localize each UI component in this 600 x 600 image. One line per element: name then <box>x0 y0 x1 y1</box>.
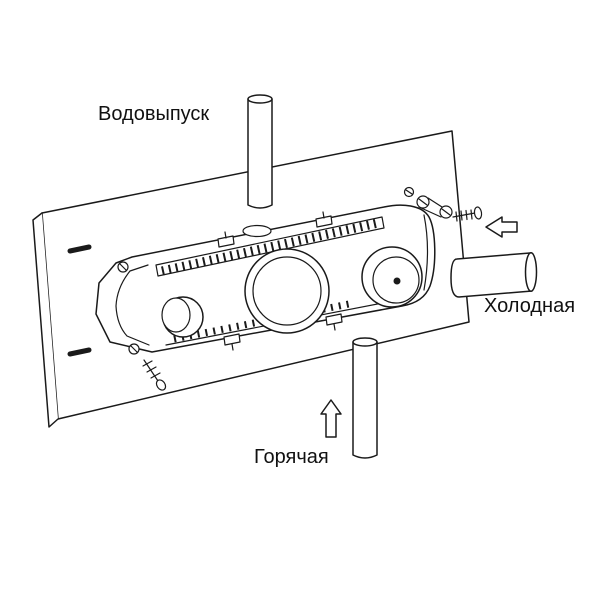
retaining-clips <box>217 211 343 351</box>
arrow-left-icon <box>485 216 518 238</box>
outlet-port-oval <box>242 224 272 238</box>
plate-slot-marks <box>67 244 92 357</box>
main-valve-knob <box>244 248 330 334</box>
side-screw <box>452 206 483 222</box>
arrow-up-icon <box>320 399 342 438</box>
hot-label: Горячая <box>254 446 329 468</box>
mounting-rail-top <box>155 216 385 277</box>
outlet-label: Водовыпуск <box>98 103 209 125</box>
hot-pipe <box>352 337 378 459</box>
clamp-bracket <box>403 186 483 222</box>
corner-screw-heads <box>117 261 140 355</box>
left-port <box>161 296 204 338</box>
valve-body <box>95 204 436 391</box>
cold-label: Холодная <box>484 295 575 317</box>
right-valve-knob <box>361 246 423 308</box>
valve-left-rim <box>115 264 150 346</box>
outlet-pipe <box>247 94 273 209</box>
bottom-screw <box>142 359 167 391</box>
valve-right-rim <box>423 214 429 291</box>
cold-pipe <box>450 252 538 298</box>
